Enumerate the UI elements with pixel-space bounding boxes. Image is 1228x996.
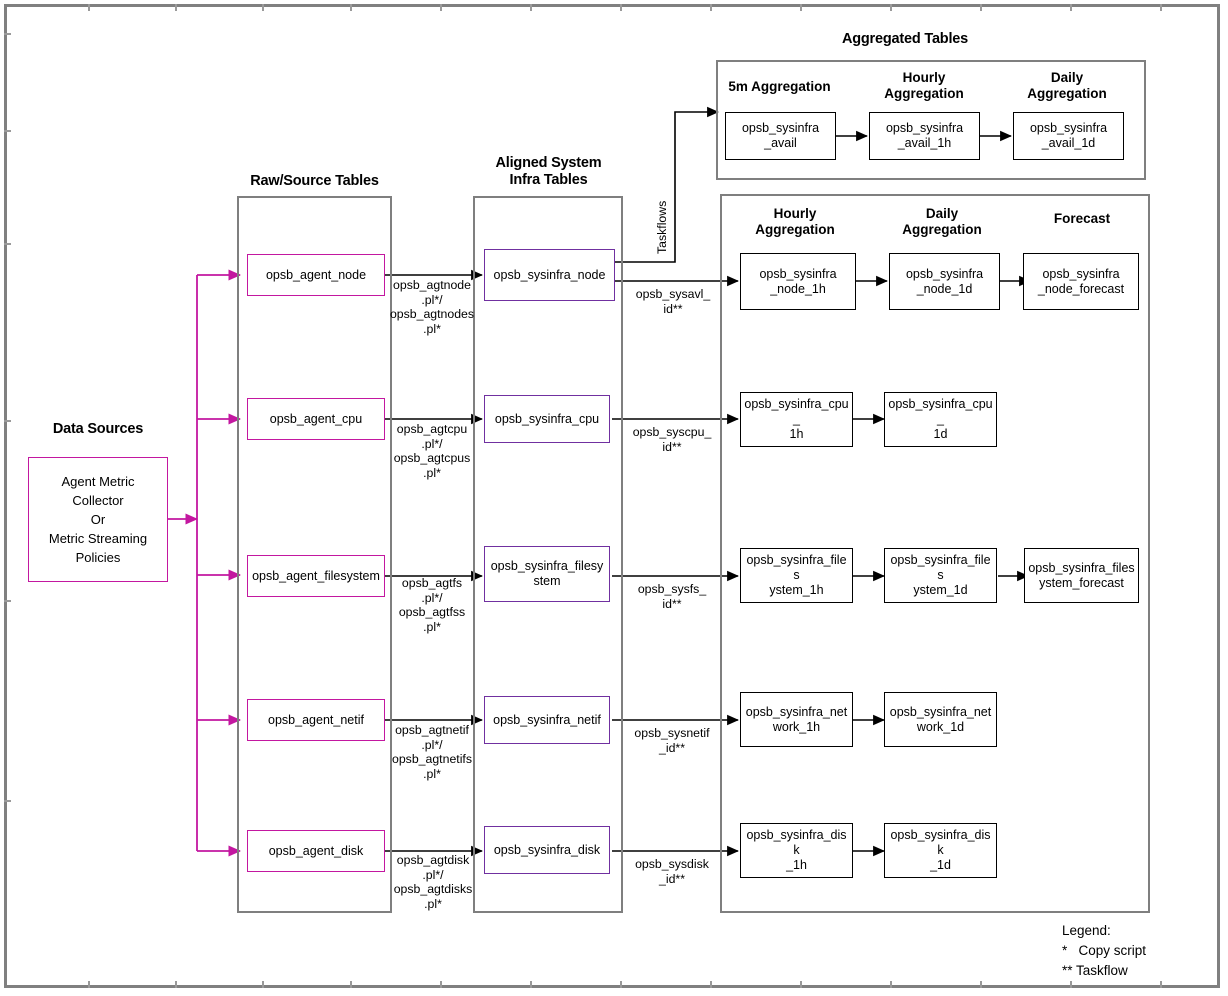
frame-tick — [262, 4, 264, 11]
edge-label-sysnetif-id: opsb_sysnetif _id** — [634, 726, 710, 755]
frame-tick — [890, 981, 892, 988]
frame-tick — [530, 4, 532, 11]
aligned-table-opsb-sysinfra-node[interactable]: opsb_sysinfra_node — [484, 249, 615, 301]
subtitle-daily-aggregation-main: Daily Aggregation — [902, 206, 982, 237]
frame-tick — [4, 33, 11, 35]
data-source-box[interactable]: Agent Metric Collector Or Metric Streami… — [28, 457, 168, 582]
edge-label-taskflows: Taskflows — [655, 200, 669, 254]
agg-box-opsb-sysinfra-node-1h[interactable]: opsb_sysinfra _node_1h — [740, 253, 856, 310]
frame-tick — [1070, 4, 1072, 11]
title-data-sources: Data Sources — [52, 421, 144, 437]
agg-box-opsb-sysinfra-filesystem-1h[interactable]: opsb_sysinfra_files ystem_1h — [740, 548, 853, 603]
frame-tick — [710, 981, 712, 988]
agg-box-opsb-sysinfra-network-1d[interactable]: opsb_sysinfra_net work_1d — [884, 692, 997, 747]
frame-tick — [440, 981, 442, 988]
subtitle-5m-aggregation: 5m Aggregation — [728, 79, 831, 94]
edge-label-syscpu-id: opsb_syscpu_ id** — [632, 425, 712, 454]
frame-tick — [175, 981, 177, 988]
frame-tick — [262, 981, 264, 988]
edge-label-agtnode: opsb_agtnode .pl*/ opsb_agtnodes .pl* — [389, 278, 475, 336]
aligned-table-opsb-sysinfra-disk[interactable]: opsb_sysinfra_disk — [484, 826, 610, 874]
frame-tick — [980, 4, 982, 11]
aligned-table-opsb-sysinfra-cpu[interactable]: opsb_sysinfra_cpu — [484, 395, 610, 443]
agg-box-opsb-sysinfra-avail-1d[interactable]: opsb_sysinfra _avail_1d — [1013, 112, 1124, 160]
frame-tick — [530, 981, 532, 988]
frame-tick — [4, 800, 11, 802]
frame-tick — [800, 4, 802, 11]
edge-label-agtcpu: opsb_agtcpu .pl*/ opsb_agtcpus .pl* — [393, 422, 471, 480]
agg-box-opsb-sysinfra-node-1d[interactable]: opsb_sysinfra _node_1d — [889, 253, 1000, 310]
agg-box-opsb-sysinfra-cpu-1h[interactable]: opsb_sysinfra_cpu_ 1h — [740, 392, 853, 447]
agg-box-opsb-sysinfra-filesystem-1d[interactable]: opsb_sysinfra_files ystem_1d — [884, 548, 997, 603]
edge-label-agtnetif: opsb_agtnetif .pl*/ opsb_agtnetifs .pl* — [392, 723, 472, 781]
group-aligned-system-infra-tables — [473, 196, 623, 913]
raw-table-opsb-agent-node[interactable]: opsb_agent_node — [247, 254, 385, 296]
frame-tick — [88, 4, 90, 11]
agg-box-opsb-sysinfra-node-forecast[interactable]: opsb_sysinfra _node_forecast — [1023, 253, 1139, 310]
legend: Legend: * Copy script ** Taskflow — [1062, 923, 1147, 978]
subtitle-daily-aggregation-top: Daily Aggregation — [1027, 70, 1107, 101]
frame-tick — [620, 4, 622, 11]
aligned-table-opsb-sysinfra-filesystem[interactable]: opsb_sysinfra_filesystem — [484, 546, 610, 602]
edge-label-agtfs: opsb_agtfs .pl*/ opsb_agtfss .pl* — [398, 576, 466, 634]
title-aligned-system-infra-tables: Aligned System Infra Tables — [495, 155, 602, 188]
agg-box-opsb-sysinfra-disk-1d[interactable]: opsb_sysinfra_disk _1d — [884, 823, 997, 878]
frame-tick — [4, 420, 11, 422]
group-aggregated-avail — [716, 60, 1146, 180]
page-frame — [4, 4, 1220, 988]
frame-tick — [350, 4, 352, 11]
raw-table-opsb-agent-disk[interactable]: opsb_agent_disk — [247, 830, 385, 872]
group-aggregated-main — [720, 194, 1150, 913]
aligned-table-opsb-sysinfra-netif[interactable]: opsb_sysinfra_netif — [484, 696, 610, 744]
agg-box-opsb-sysinfra-network-1h[interactable]: opsb_sysinfra_net work_1h — [740, 692, 853, 747]
subtitle-hourly-aggregation-main: Hourly Aggregation — [755, 206, 835, 237]
title-aggregated-tables: Aggregated Tables — [841, 31, 969, 47]
subtitle-hourly-aggregation-top: Hourly Aggregation — [884, 70, 964, 101]
frame-tick — [4, 130, 11, 132]
frame-tick — [620, 981, 622, 988]
frame-tick — [4, 243, 11, 245]
subtitle-forecast-main: Forecast — [1053, 211, 1111, 226]
agg-box-opsb-sysinfra-disk-1h[interactable]: opsb_sysinfra_disk _1h — [740, 823, 853, 878]
agg-box-opsb-sysinfra-cpu-1d[interactable]: opsb_sysinfra_cpu_ 1d — [884, 392, 997, 447]
frame-tick — [800, 981, 802, 988]
frame-tick — [88, 981, 90, 988]
frame-tick — [710, 4, 712, 11]
agg-box-opsb-sysinfra-avail-1h[interactable]: opsb_sysinfra _avail_1h — [869, 112, 980, 160]
raw-table-opsb-agent-filesystem[interactable]: opsb_agent_filesystem — [247, 555, 385, 597]
frame-tick — [890, 4, 892, 11]
agg-box-opsb-sysinfra-avail[interactable]: opsb_sysinfra _avail — [725, 112, 836, 160]
title-raw-source-tables: Raw/Source Tables — [250, 173, 379, 189]
agg-box-opsb-sysinfra-filesystem-forecast[interactable]: opsb_sysinfra_files ystem_forecast — [1024, 548, 1139, 603]
frame-tick — [1160, 981, 1162, 988]
edge-label-sysavl-id: opsb_sysavl_ id** — [635, 287, 711, 316]
frame-tick — [980, 981, 982, 988]
group-raw-source-tables — [237, 196, 392, 913]
frame-tick — [350, 981, 352, 988]
frame-tick — [440, 4, 442, 11]
frame-tick — [175, 4, 177, 11]
edge-label-agtdisk: opsb_agtdisk .pl*/ opsb_agtdisks .pl* — [393, 853, 473, 911]
frame-tick — [1070, 981, 1072, 988]
frame-tick — [4, 600, 11, 602]
raw-table-opsb-agent-cpu[interactable]: opsb_agent_cpu — [247, 398, 385, 440]
edge-label-sysdisk-id: opsb_sysdisk _id** — [635, 857, 709, 886]
raw-table-opsb-agent-netif[interactable]: opsb_agent_netif — [247, 699, 385, 741]
frame-tick — [1160, 4, 1162, 11]
edge-label-sysfs-id: opsb_sysfs_ id** — [637, 582, 707, 611]
